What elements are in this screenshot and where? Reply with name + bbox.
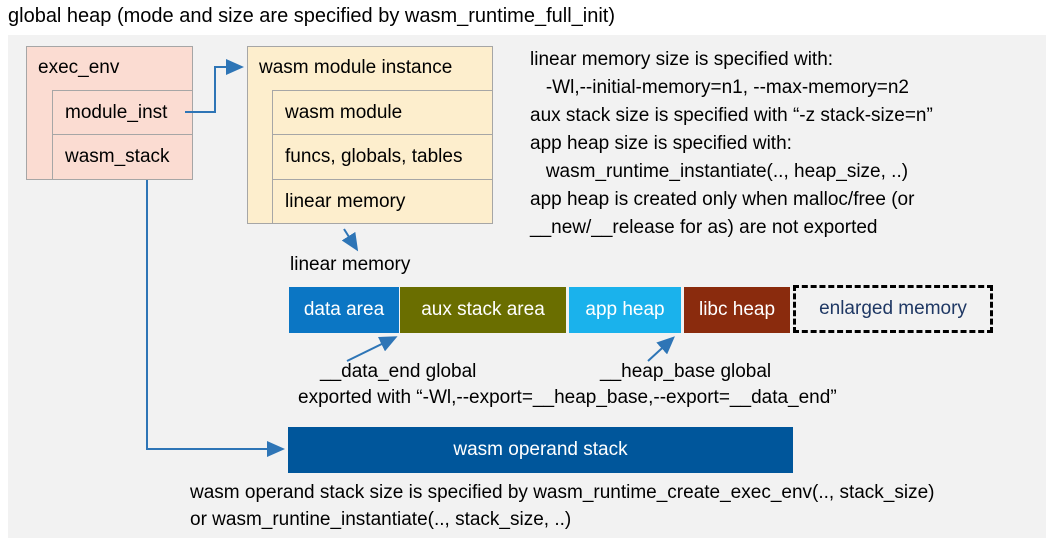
data-end-global-label: __data_end global <box>320 361 477 382</box>
exec-env-label: exec_env <box>38 57 120 78</box>
note-line: __new/__release for as) are not exported <box>530 217 878 238</box>
linear-memory-field: linear memory <box>272 179 493 224</box>
diagram-title: global heap (mode and size are specified… <box>8 5 615 27</box>
heap-base-global-label: __heap_base global <box>600 361 772 382</box>
wasm-stack-field: wasm_stack <box>52 134 193 180</box>
note-line: wasm operand stack size is specified by … <box>190 482 935 503</box>
note-line: app heap is created only when malloc/fre… <box>530 189 915 210</box>
segment-enlarged-memory: enlarged memory <box>793 285 993 333</box>
segment-data-area: data area <box>289 287 399 333</box>
note-line: or wasm_runtine_instantiate(.., stack_si… <box>190 509 572 530</box>
note-line: linear memory size is specified with: <box>530 49 834 70</box>
segment-libc-heap: libc heap <box>684 287 790 333</box>
exported-with-label: exported with “-Wl,--export=__heap_base,… <box>298 387 837 408</box>
wasm-module-field: wasm module <box>272 90 493 135</box>
module-inst-field: module_inst <box>52 90 193 135</box>
note-line: aux stack size is specified with “-z sta… <box>530 105 933 126</box>
segment-app-heap: app heap <box>569 287 681 333</box>
note-line: -Wl,--initial-memory=n1, --max-memory=n2 <box>530 77 909 98</box>
operand-stack-notes: wasm operand stack size is specified by … <box>190 479 935 533</box>
memory-size-notes: linear memory size is specified with: -W… <box>530 46 933 242</box>
note-line: wasm_runtime_instantiate(.., heap_size, … <box>530 161 909 182</box>
funcs-globals-tables-field: funcs, globals, tables <box>272 134 493 180</box>
note-line: app heap size is specified with: <box>530 133 792 154</box>
segment-aux-stack-area: aux stack area <box>400 287 566 333</box>
wasm-module-instance-label: wasm module instance <box>259 57 453 78</box>
wasm-operand-stack-bar: wasm operand stack <box>288 427 793 473</box>
linear-memory-bar-title: linear memory <box>290 254 411 275</box>
